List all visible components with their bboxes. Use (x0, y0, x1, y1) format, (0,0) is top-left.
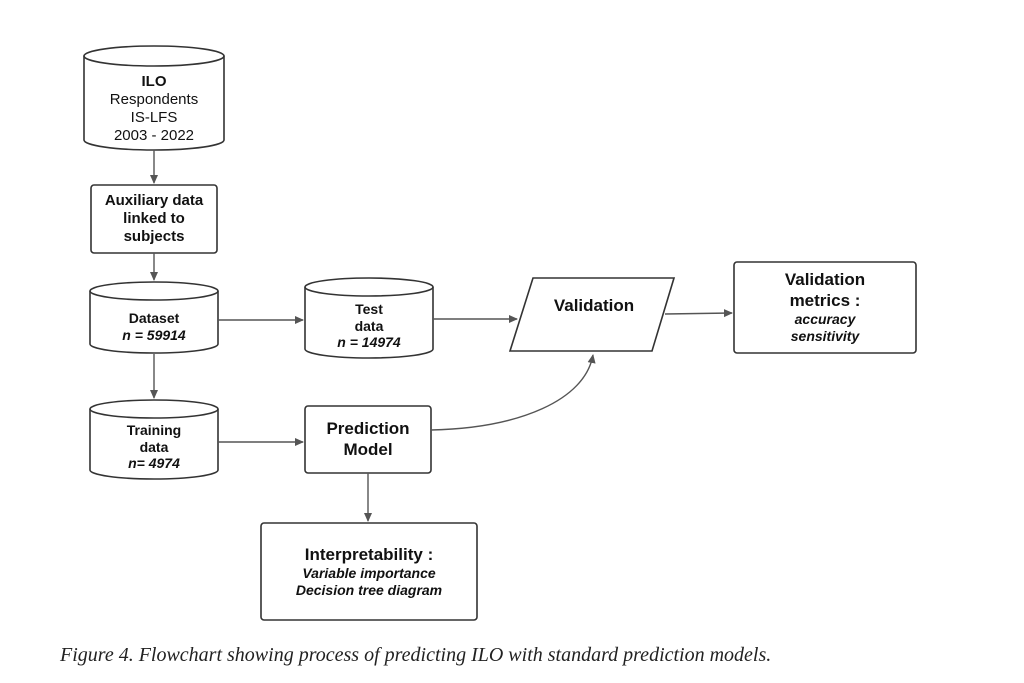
figure-caption: Figure 4. Flowchart showing process of p… (60, 644, 772, 666)
training-cylinder-shape (89, 399, 219, 480)
test-cylinder-shape (304, 277, 434, 359)
arrow-prediction-to-validation (430, 354, 596, 431)
prediction-node: Prediction Model (305, 406, 431, 473)
metrics-subtitle: metrics : (789, 290, 861, 310)
validation-node: Validation (520, 284, 668, 328)
ilo-years-label: 2003 - 2022 (113, 127, 195, 144)
validation-parallelogram-shape (508, 277, 676, 352)
interpret-decision-tree: Decision tree diagram (295, 581, 443, 598)
dataset-cylinder-shape (89, 281, 219, 354)
ilo-title: ILO (141, 73, 167, 90)
ilo-node: ILO Respondents IS-LFS 2003 - 2022 (84, 68, 224, 150)
training-count: n= 4974 (128, 455, 180, 472)
prediction-line-2: Model (343, 439, 393, 459)
test-node: Test data n = 14974 (305, 296, 433, 356)
dataset-title: Dataset (128, 310, 180, 327)
metrics-node: Validation metrics : accuracy sensitivit… (734, 264, 916, 351)
test-count: n = 14974 (337, 334, 401, 351)
interpret-title: Interpretability : (304, 544, 434, 564)
validation-label: Validation (553, 295, 635, 315)
ilo-source-label: IS-LFS (130, 109, 178, 126)
prediction-line-1: Prediction (326, 419, 410, 439)
interpret-node: Interpretability : Variable importance D… (261, 523, 477, 620)
dataset-count: n = 59914 (122, 327, 186, 343)
aux-line-2: linked to (123, 210, 185, 227)
metrics-title: Validation (784, 270, 866, 290)
training-node: Training data n= 4974 (90, 418, 218, 476)
dataset-node: Dataset n = 59914 (90, 302, 218, 352)
aux-node: Auxiliary data linked to subjects (91, 185, 217, 253)
aux-line-3: subjects (123, 228, 185, 245)
interpret-variable-importance: Variable importance (302, 564, 436, 581)
metrics-sensitivity: sensitivity (790, 327, 860, 344)
training-subtitle: data (139, 438, 169, 455)
ilo-respondents-label: Respondents (109, 91, 199, 108)
interpret-box-shape (260, 522, 478, 621)
arrow-validation-to-metrics (664, 309, 733, 318)
training-title: Training (126, 421, 182, 438)
metrics-accuracy: accuracy (794, 311, 856, 328)
test-title: Test (355, 300, 383, 317)
aux-line-1: Auxiliary data (104, 192, 204, 209)
test-subtitle: data (354, 317, 384, 334)
metrics-box-shape (733, 261, 917, 354)
